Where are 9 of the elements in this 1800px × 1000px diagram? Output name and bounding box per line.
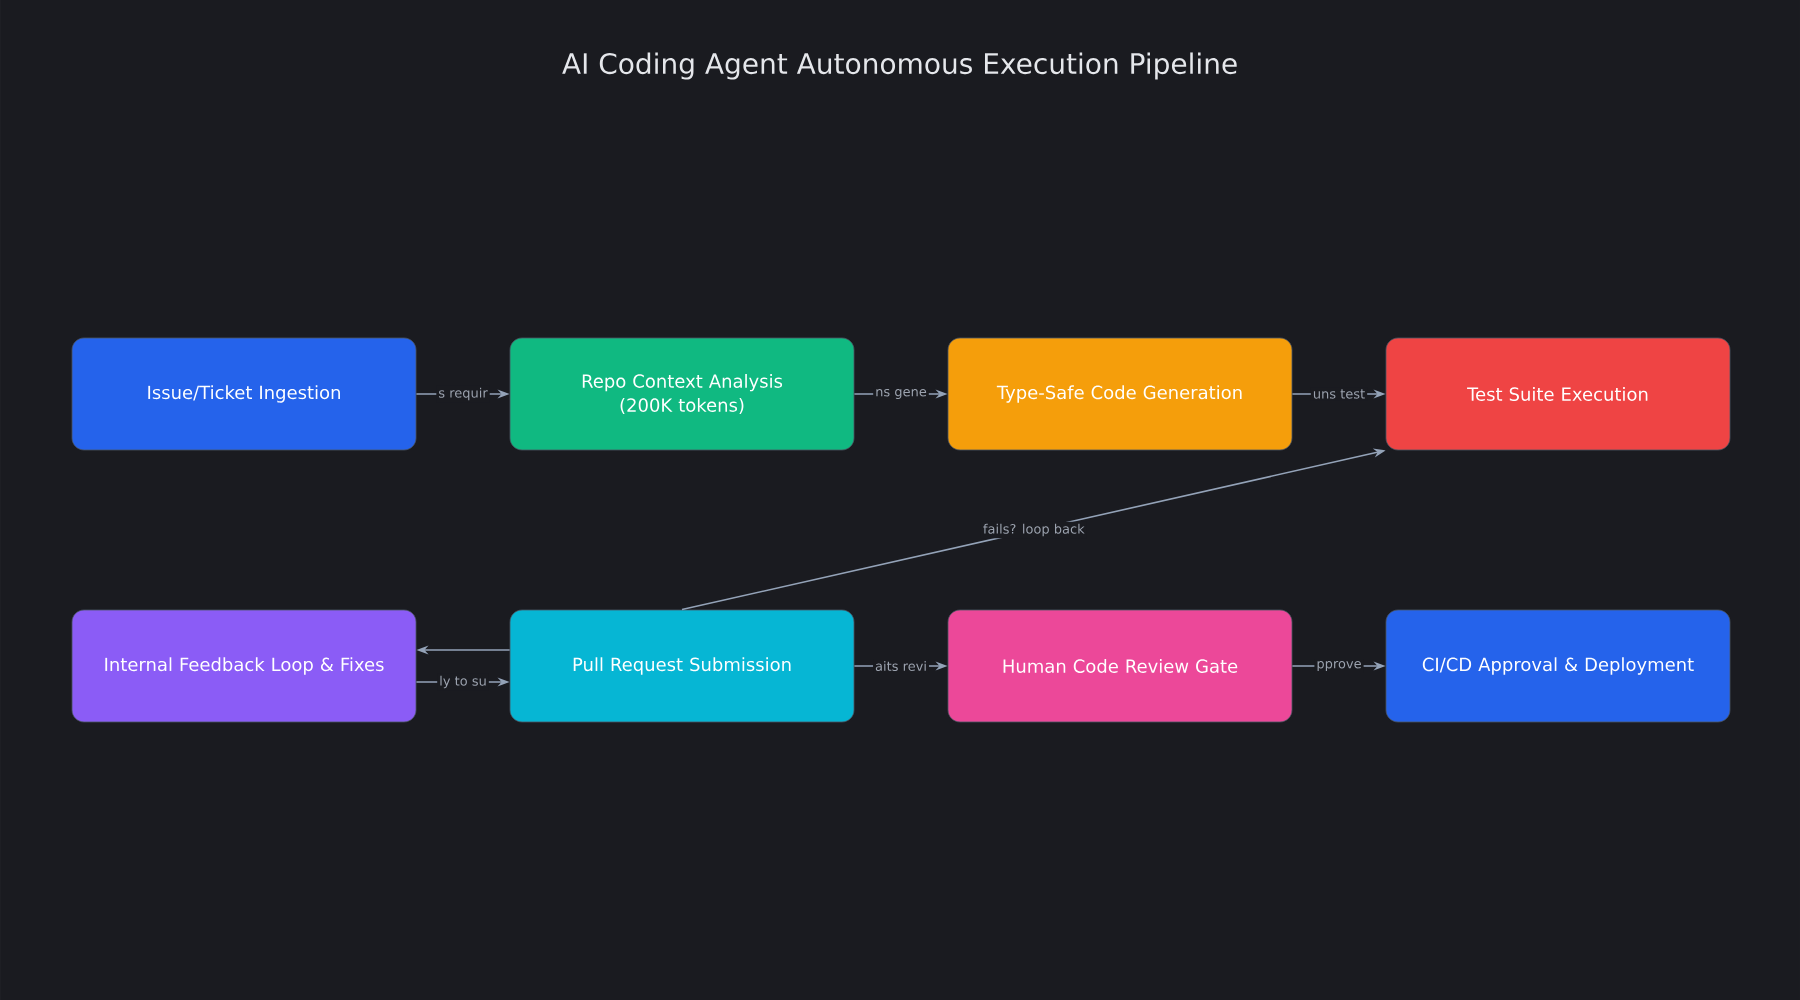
process-box: Human Code Review Gate [947,609,1293,723]
title: AI Coding Agent Autonomous Execution Pipeline [562,52,1237,80]
process-box: CI/CD Approval & Deployment [1385,609,1731,723]
process-box: Internal Feedback Loop & Fixes [71,609,417,723]
process-box: Pull Request Submission [509,609,855,723]
process-box: Repo Context Analysis (200K tokens) [509,337,855,451]
process-box: Test Suite Execution [1385,337,1731,451]
process-box: Issue/Ticket Ingestion [71,337,417,451]
process-box: Type-Safe Code Generation [947,337,1293,451]
